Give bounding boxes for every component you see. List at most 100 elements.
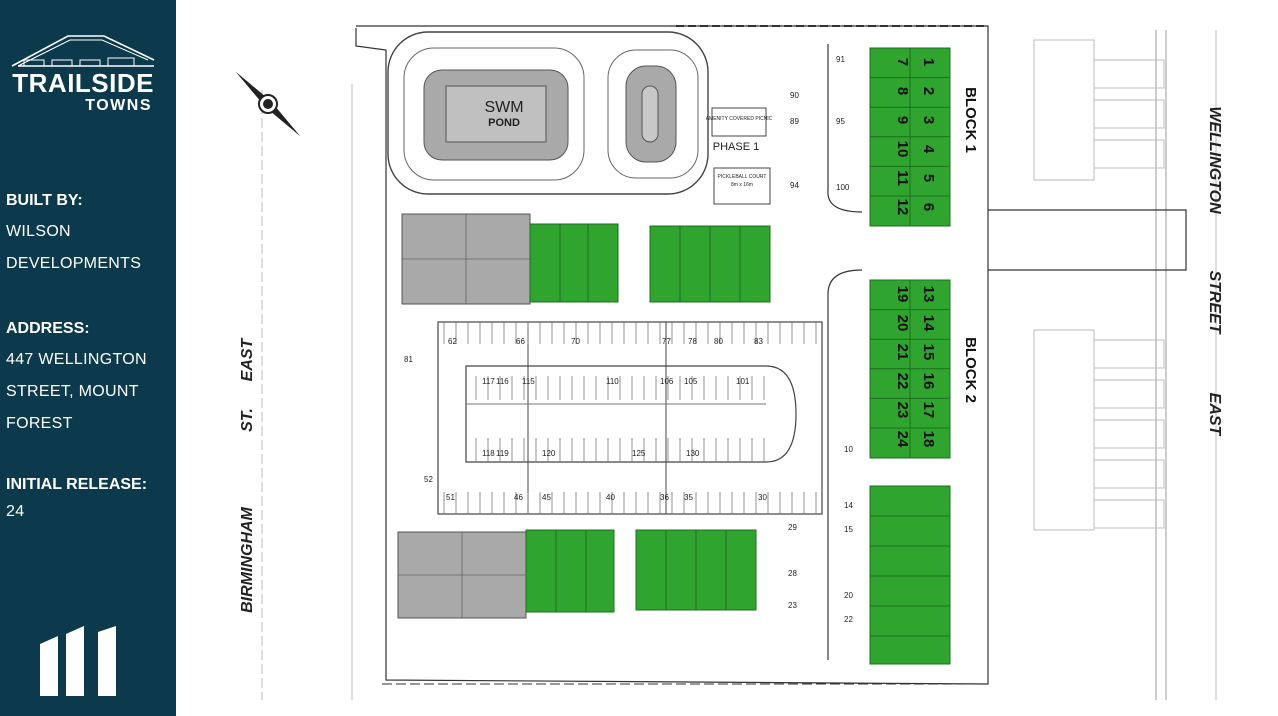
block-2-unit-13: 13	[920, 286, 937, 303]
parking-number: 28	[788, 569, 797, 578]
brand-subtitle: TOWNS	[85, 97, 152, 114]
address-section: ADDRESS: 447 WELLINGTON STREET, MOUNT FO…	[6, 318, 172, 440]
address-line-2: STREET, MOUNT	[6, 383, 139, 400]
block-1-unit-8: 8	[894, 87, 911, 95]
block-1-unit-9: 9	[894, 116, 911, 124]
parking-number: 40	[606, 493, 615, 502]
block-2-unit-16: 16	[920, 373, 937, 390]
initial-release-value: 24	[6, 503, 25, 520]
parking-number: 101	[736, 377, 750, 386]
parking-number: 15	[844, 525, 853, 534]
parking-number: 106	[660, 377, 674, 386]
street-left-word-2: ST.	[239, 408, 256, 432]
address-line-3: FOREST	[6, 415, 73, 432]
parking-number: 46	[514, 493, 523, 502]
address-line-1: 447 WELLINGTON	[6, 351, 147, 368]
parking-number: 117	[482, 377, 495, 386]
parking-number: 95	[836, 117, 845, 126]
parking-number: 130	[686, 449, 700, 458]
parking-number: 51	[446, 493, 455, 502]
pickleball-dims: 8m x 16m	[731, 182, 753, 188]
block-1-unit-2: 2	[920, 87, 937, 95]
parking-number: 118	[482, 449, 495, 458]
block-1-unit-1: 1	[920, 58, 937, 66]
street-left-label: BIRMINGHAM ST. EAST	[239, 337, 256, 612]
parking-number: 81	[404, 355, 413, 364]
north-arrow-icon	[235, 71, 301, 137]
pond-sub-label: POND	[488, 117, 520, 129]
block-1-label: BLOCK 1	[962, 87, 979, 153]
parking-number: 90	[790, 91, 799, 100]
block-1-unit-3: 3	[920, 116, 937, 124]
address-label: ADDRESS:	[6, 320, 90, 337]
street-left-word-1: BIRMINGHAM	[239, 506, 256, 612]
parking-number: 110	[606, 377, 619, 386]
parking-number: 52	[424, 475, 433, 484]
parking-number: 115	[522, 377, 535, 386]
site-plan: SWM POND AMENITY COVERED PICNIC PHASE 1 …	[235, 25, 1223, 700]
block-1-unit-5: 5	[920, 174, 937, 182]
parking-number: 80	[714, 337, 723, 346]
parking-number: 83	[754, 337, 763, 346]
block-1-unit-7: 7	[894, 58, 911, 66]
built-by-line-2: DEVELOPMENTS	[6, 255, 142, 272]
brand-title: TRAILSIDE	[12, 68, 154, 98]
built-by-line-1: WILSON	[6, 223, 71, 240]
parking-number: 29	[788, 523, 797, 532]
parking-number: 62	[448, 337, 457, 346]
block-1-unit-6: 6	[920, 203, 937, 211]
built-by-section: BUILT BY: WILSON DEVELOPMENTS	[6, 190, 172, 280]
initial-release-label: INITIAL RELEASE:	[6, 476, 148, 493]
built-by-label: BUILT BY:	[6, 192, 83, 209]
block-2-unit-21: 21	[894, 344, 911, 361]
builder-mark-icon	[40, 626, 116, 696]
block-2-unit-17: 17	[920, 402, 937, 419]
parking-number: 10	[844, 445, 853, 454]
pickleball-label: PICKLEBALL COURT	[718, 174, 767, 180]
block-2-label: BLOCK 2	[962, 337, 979, 403]
street-right-word-2: STREET	[1206, 270, 1223, 334]
parking-number: 66	[516, 337, 525, 346]
block-2-unit-23: 23	[894, 402, 911, 419]
parking-number: 120	[542, 449, 556, 458]
block-2-unit-24: 24	[894, 431, 911, 448]
parking-number: 22	[844, 615, 853, 624]
block-2-unit-19: 19	[894, 286, 911, 303]
parking-number: 94	[790, 181, 799, 190]
parking-number: 14	[844, 501, 853, 510]
street-right-label: WELLINGTON STREET EAST	[1206, 106, 1223, 436]
parking-number: 89	[790, 117, 799, 126]
phase-label: PHASE 1	[713, 141, 759, 153]
street-right-word-1: WELLINGTON	[1206, 106, 1223, 214]
parking-number: 30	[758, 493, 767, 502]
parking-number: 20	[844, 591, 853, 600]
parking-number: 35	[684, 493, 693, 502]
block-1-unit-12: 12	[894, 199, 911, 216]
parking-number: 91	[836, 55, 845, 64]
block-2-unit-20: 20	[894, 315, 911, 332]
block-1-unit-10: 10	[894, 141, 911, 158]
parking-number: 45	[542, 493, 551, 502]
parking-number: 36	[660, 493, 669, 502]
block-2-unit-15: 15	[920, 344, 937, 361]
block-2-unit-22: 22	[894, 373, 911, 390]
parking-number: 70	[571, 337, 580, 346]
parking-number: 23	[788, 601, 797, 610]
block-1-unit-11: 11	[894, 170, 911, 186]
street-left-word-3: EAST	[239, 337, 256, 381]
block-2-unit-14: 14	[920, 315, 937, 332]
sidebar: TRAILSIDE TOWNS BUILT BY: WILSON DEVELOP…	[0, 0, 176, 716]
pond-label: SWM	[484, 99, 523, 116]
parking-number: 105	[684, 377, 698, 386]
parking-number: 125	[632, 449, 646, 458]
parking-number: 119	[496, 449, 509, 458]
amenity-label: AMENITY COVERED PICNIC	[706, 116, 773, 122]
parking-number: 100	[836, 183, 850, 192]
house-logo-icon	[11, 35, 155, 67]
parking-number: 77	[662, 337, 671, 346]
block-2-unit-18: 18	[920, 431, 937, 448]
block-1-unit-4: 4	[920, 145, 937, 154]
parking-number: 78	[688, 337, 697, 346]
initial-release-section: INITIAL RELEASE: 24	[6, 474, 172, 524]
street-right-word-3: EAST	[1206, 393, 1223, 437]
